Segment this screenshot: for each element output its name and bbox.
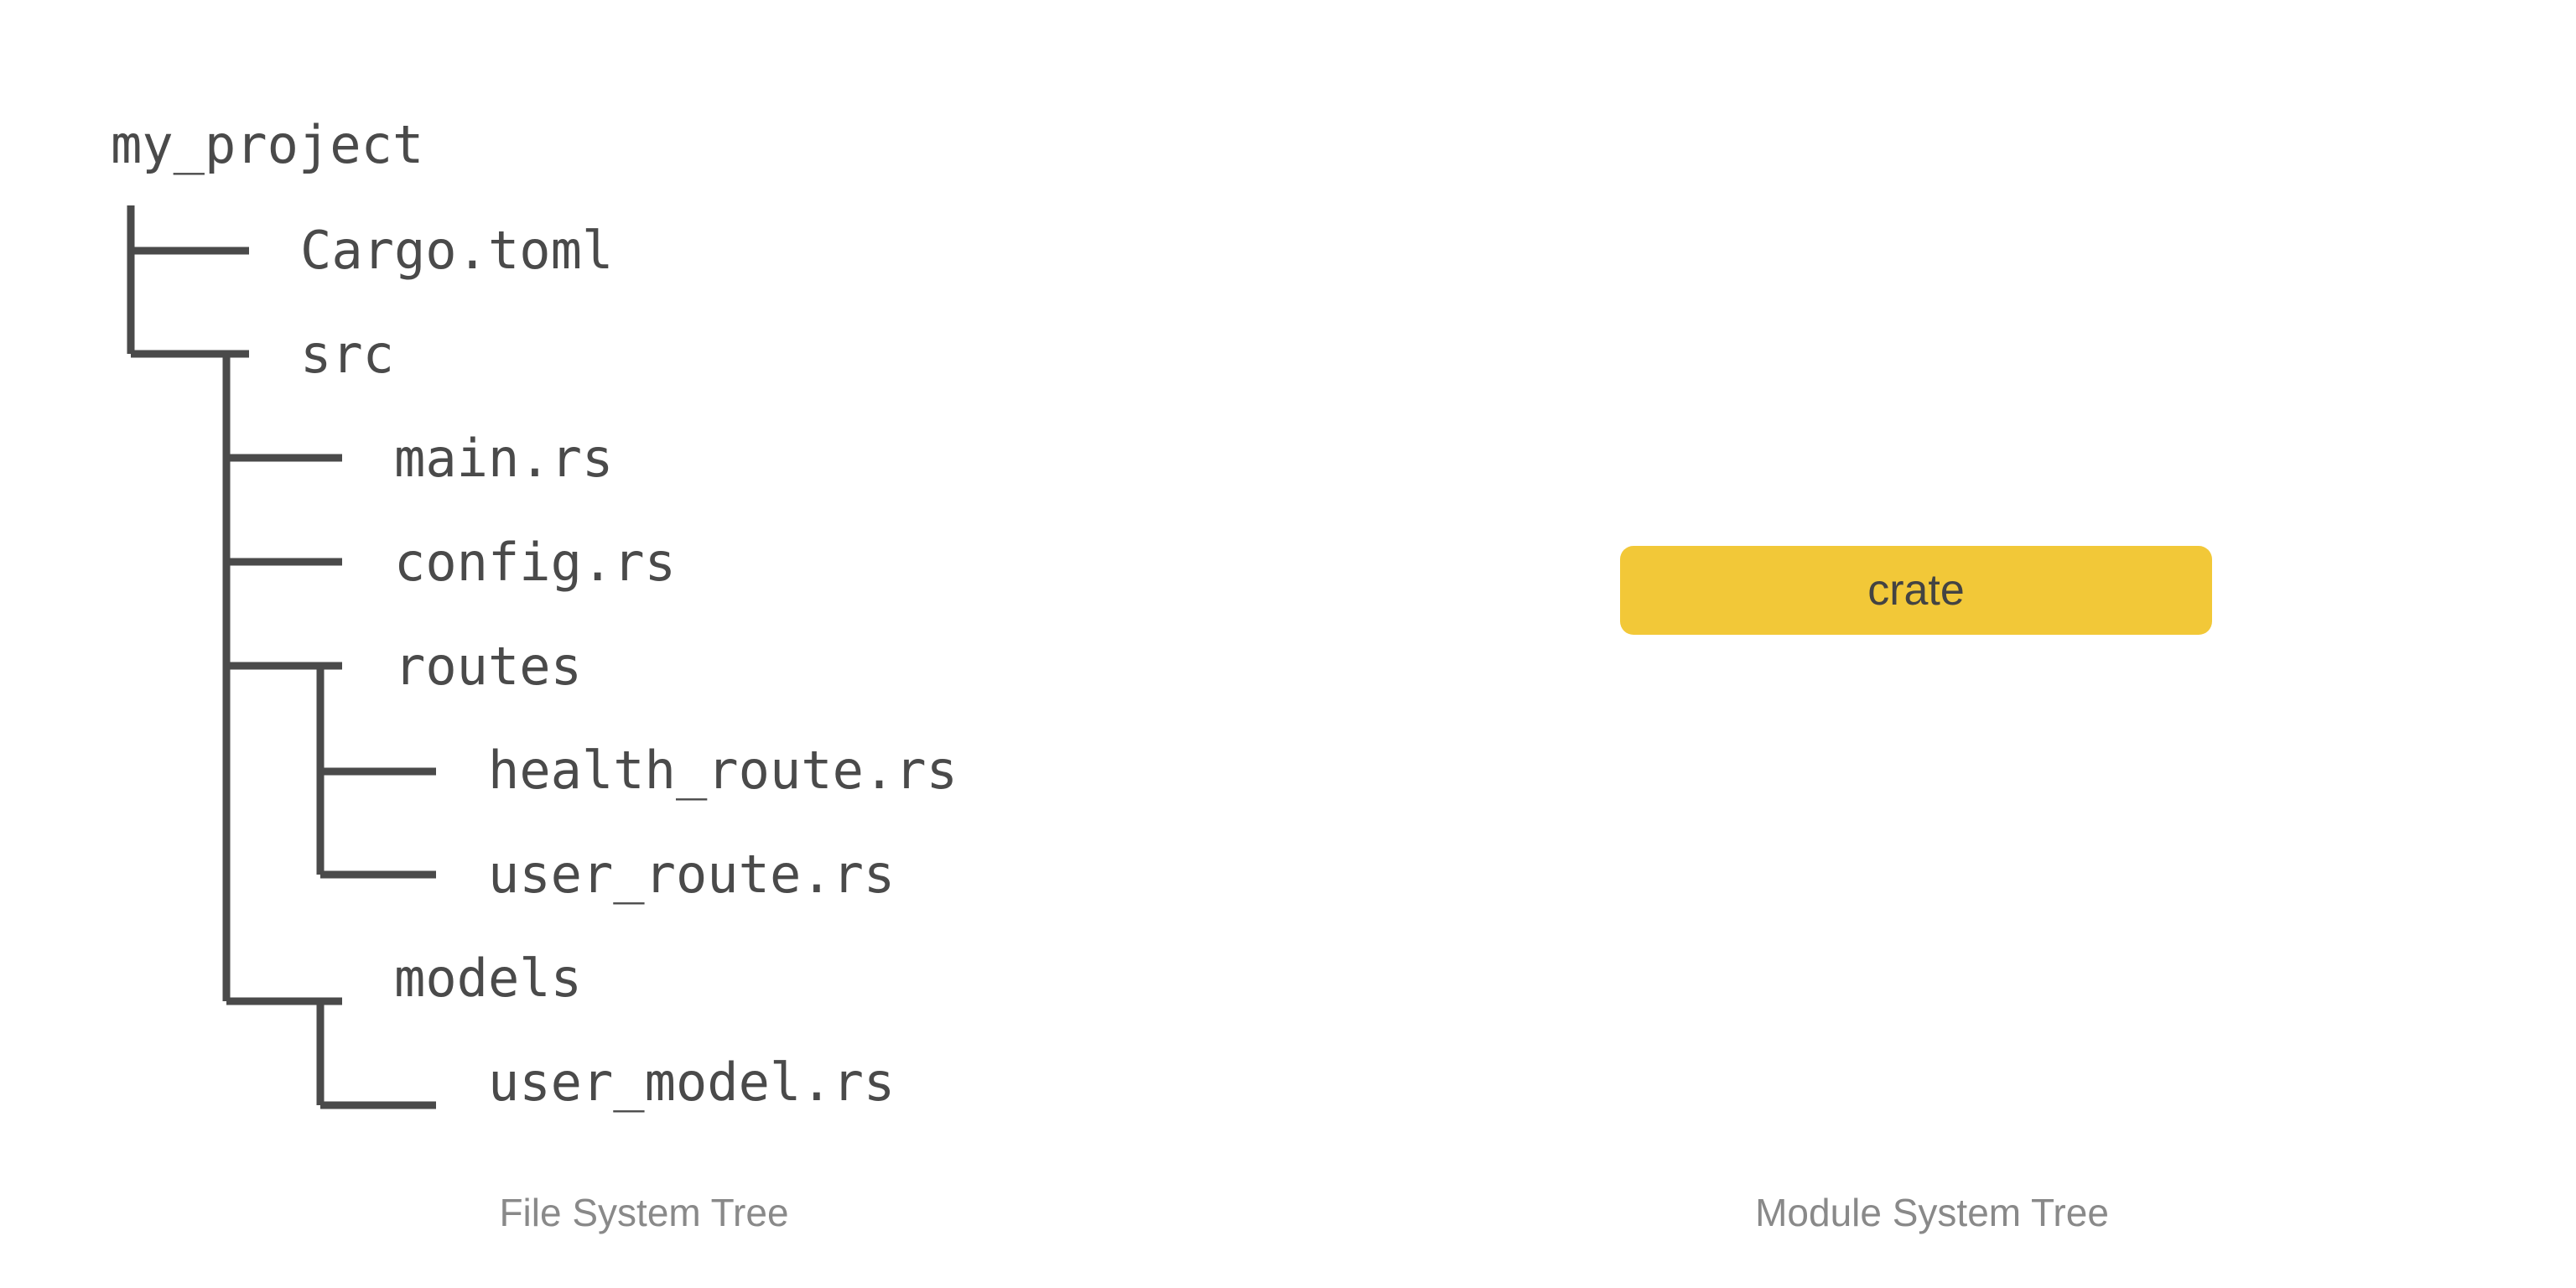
module-node-crate[interactable]: crate (1620, 546, 2212, 635)
tree-connector-lines (127, 205, 436, 1109)
tree-node-routes[interactable]: routes (394, 636, 582, 697)
tree-node-user-model-rs[interactable]: user_model.rs (488, 1052, 896, 1113)
tree-node-src[interactable]: src (300, 324, 394, 385)
module-system-tree-panel: crate (1288, 0, 2576, 1288)
tree-node-health-route-rs[interactable]: health_route.rs (488, 740, 958, 801)
tree-node-my-project[interactable]: my_project (111, 114, 424, 175)
tree-node-main-rs[interactable]: main.rs (394, 428, 614, 489)
module-node-crate-label: crate (1867, 566, 1965, 615)
tree-node-models[interactable]: models (394, 948, 582, 1009)
tree-node-user-route-rs[interactable]: user_route.rs (488, 844, 896, 905)
file-system-tree-caption: File System Tree (499, 1191, 789, 1234)
file-system-tree-panel: my_project Cargo.toml src main.rs config… (111, 114, 958, 1113)
tree-node-config-rs[interactable]: config.rs (394, 532, 676, 593)
module-system-tree-caption: Module System Tree (1755, 1191, 2109, 1234)
tree-node-cargo-toml[interactable]: Cargo.toml (300, 220, 614, 281)
